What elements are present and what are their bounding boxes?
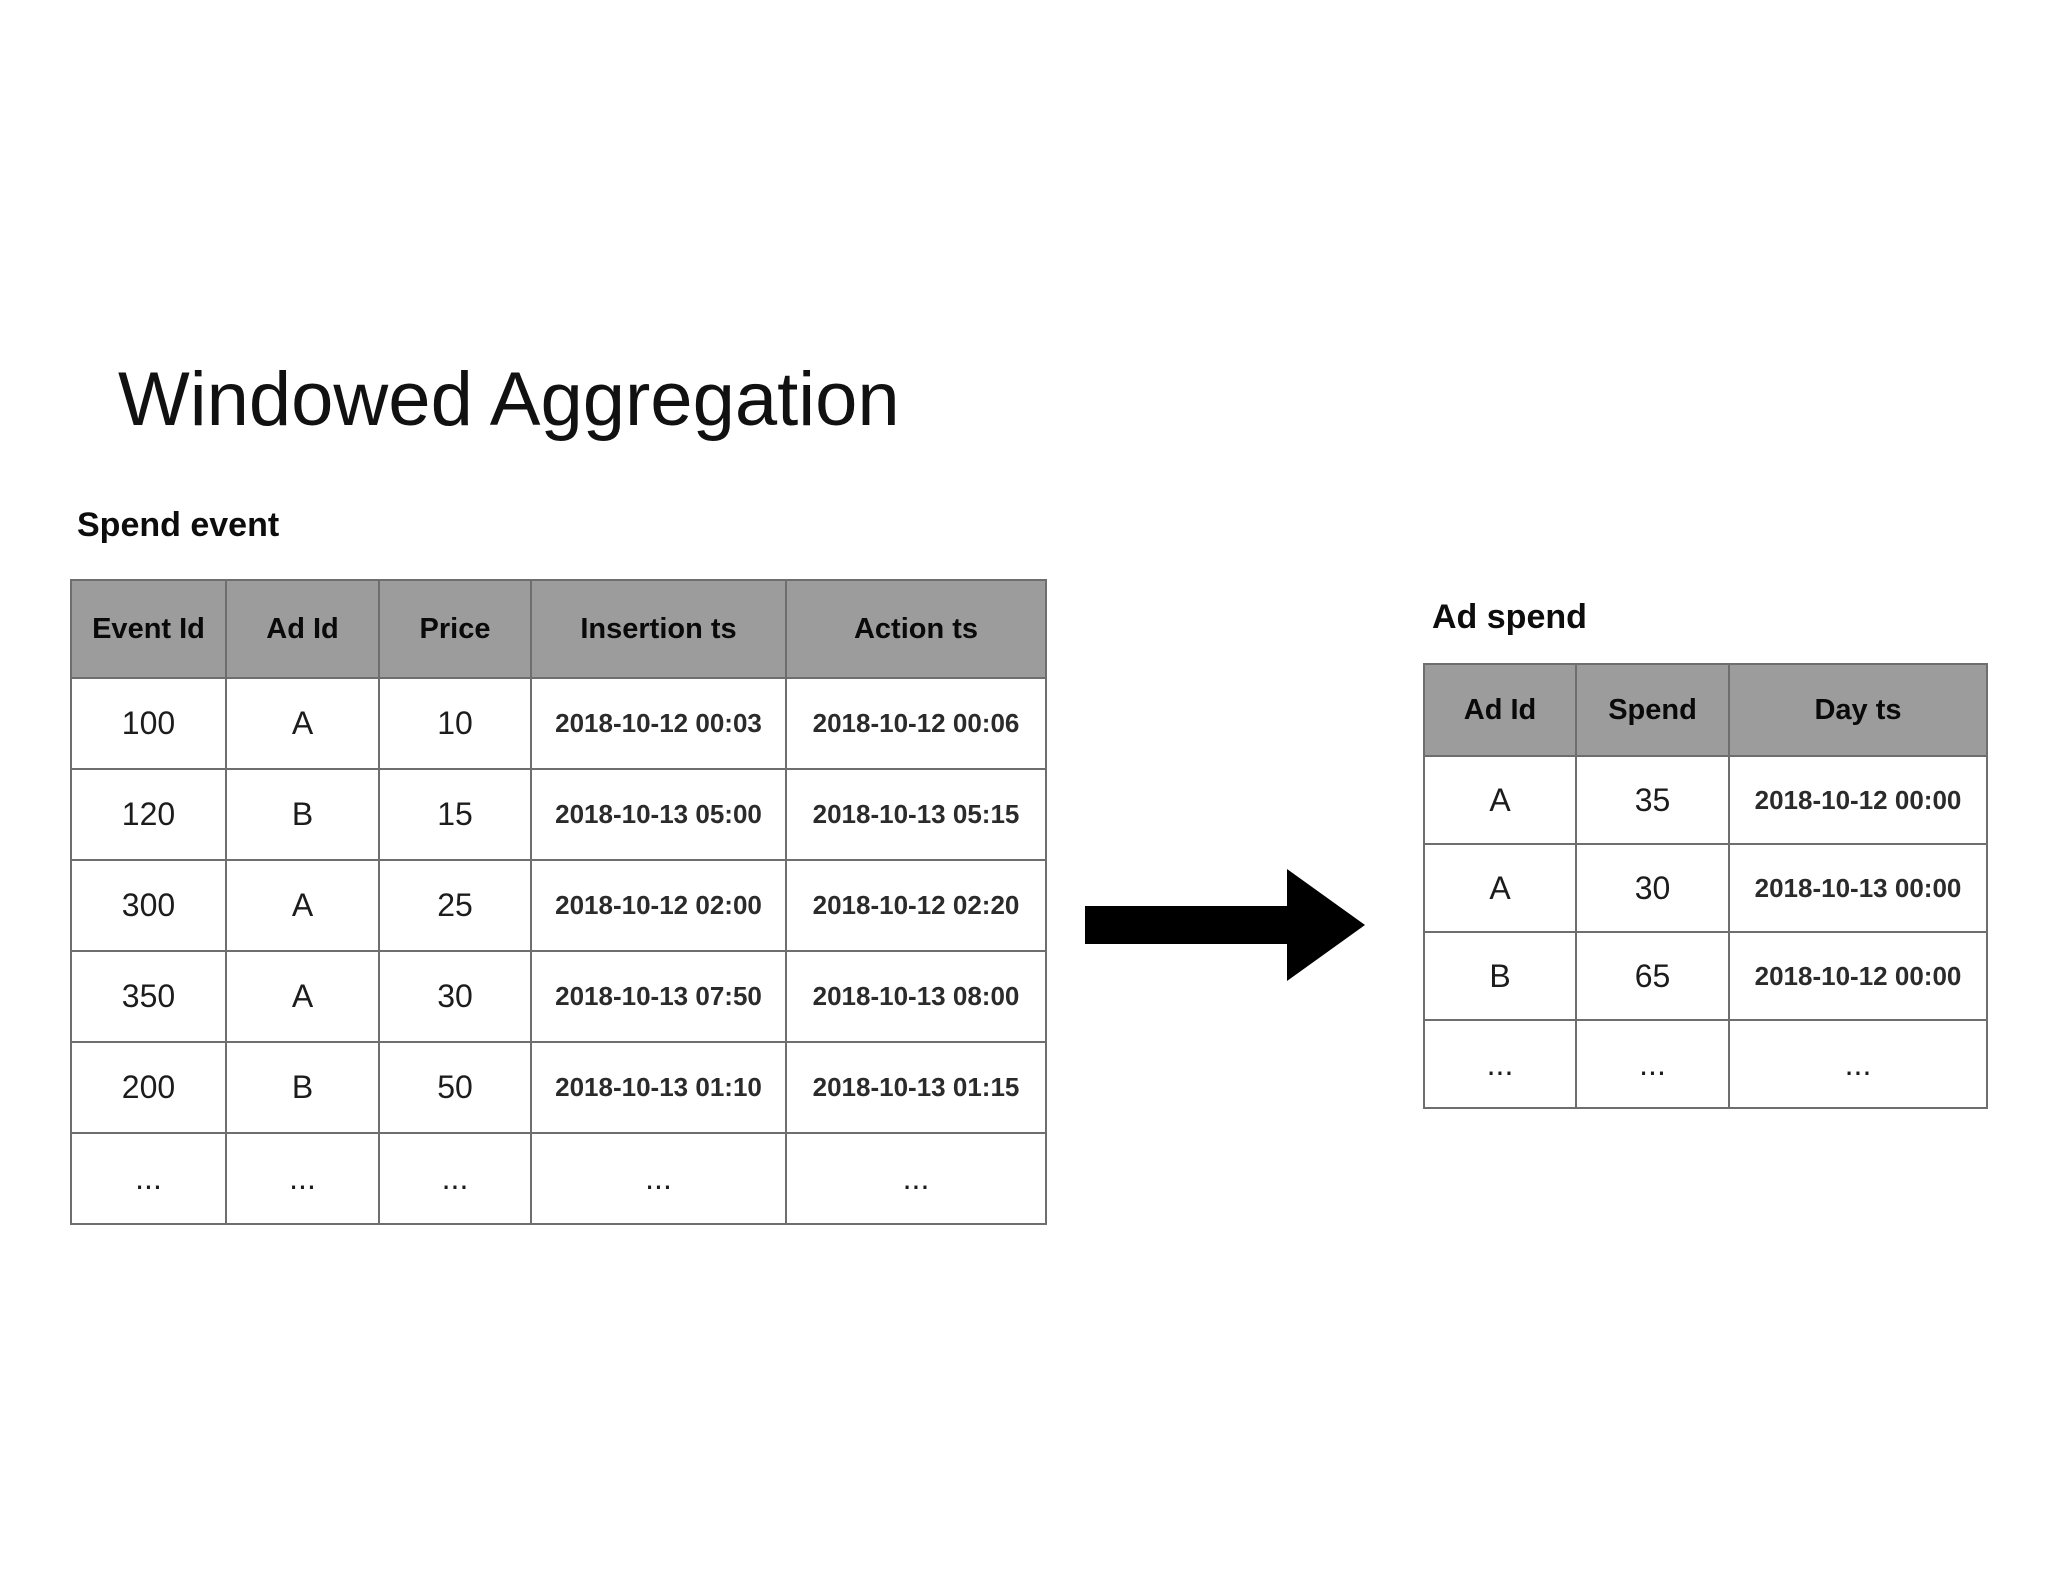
table-cell: ... — [225, 1132, 380, 1225]
column-header: Event Id — [70, 579, 227, 679]
table-cell: 2018-10-12 00:00 — [1728, 755, 1988, 845]
table-cell: 2018-10-12 00:03 — [530, 677, 787, 770]
table-cell: B — [225, 768, 380, 861]
column-header: Action ts — [785, 579, 1047, 679]
table-cell: ... — [378, 1132, 532, 1225]
table-cell: 100 — [70, 677, 227, 770]
table-row: ............... — [70, 1132, 1047, 1225]
table-cell: 350 — [70, 950, 227, 1043]
table-cell: 120 — [70, 768, 227, 861]
table-cell: 200 — [70, 1041, 227, 1134]
spend-event-table-label: Spend event — [77, 506, 280, 544]
transform-arrow — [1085, 869, 1365, 981]
column-header: Price — [378, 579, 532, 679]
table-cell: ... — [785, 1132, 1047, 1225]
table-cell: A — [1423, 755, 1577, 845]
column-header: Spend — [1575, 663, 1730, 757]
table-cell: 2018-10-13 05:15 — [785, 768, 1047, 861]
table-cell: 2018-10-13 08:00 — [785, 950, 1047, 1043]
table-cell: 15 — [378, 768, 532, 861]
arrow-right-icon — [1085, 869, 1365, 981]
table-cell: 65 — [1575, 931, 1730, 1021]
table-cell: 25 — [378, 859, 532, 952]
table-cell: B — [1423, 931, 1577, 1021]
table-cell: B — [225, 1041, 380, 1134]
table-row: ......... — [1423, 1019, 1988, 1109]
table-cell: A — [225, 950, 380, 1043]
table-cell: 2018-10-13 07:50 — [530, 950, 787, 1043]
table-cell: ... — [530, 1132, 787, 1225]
table-cell: A — [225, 859, 380, 952]
column-header: Insertion ts — [530, 579, 787, 679]
table-cell: 10 — [378, 677, 532, 770]
column-header: Day ts — [1728, 663, 1988, 757]
column-header: Ad Id — [225, 579, 380, 679]
table-cell: 300 — [70, 859, 227, 952]
column-header: Ad Id — [1423, 663, 1577, 757]
table-cell: ... — [1575, 1019, 1730, 1109]
table-cell: 2018-10-12 00:06 — [785, 677, 1047, 770]
table-cell: 2018-10-13 00:00 — [1728, 843, 1988, 933]
table-cell: 50 — [378, 1041, 532, 1134]
table-cell: A — [1423, 843, 1577, 933]
page-title: Windowed Aggregation — [118, 357, 900, 442]
table-cell: A — [225, 677, 380, 770]
table-cell: 2018-10-12 00:00 — [1728, 931, 1988, 1021]
table-cell: ... — [70, 1132, 227, 1225]
table-cell: 2018-10-12 02:20 — [785, 859, 1047, 952]
table-cell: 2018-10-13 05:00 — [530, 768, 787, 861]
table-cell: 30 — [378, 950, 532, 1043]
table-cell: 35 — [1575, 755, 1730, 845]
ad-spend-table-label: Ad spend — [1432, 598, 1587, 636]
table-cell: 30 — [1575, 843, 1730, 933]
table-cell: ... — [1728, 1019, 1988, 1109]
table-cell: 2018-10-12 02:00 — [530, 859, 787, 952]
table-cell: ... — [1423, 1019, 1577, 1109]
table-cell: 2018-10-13 01:10 — [530, 1041, 787, 1134]
table-cell: 2018-10-13 01:15 — [785, 1041, 1047, 1134]
